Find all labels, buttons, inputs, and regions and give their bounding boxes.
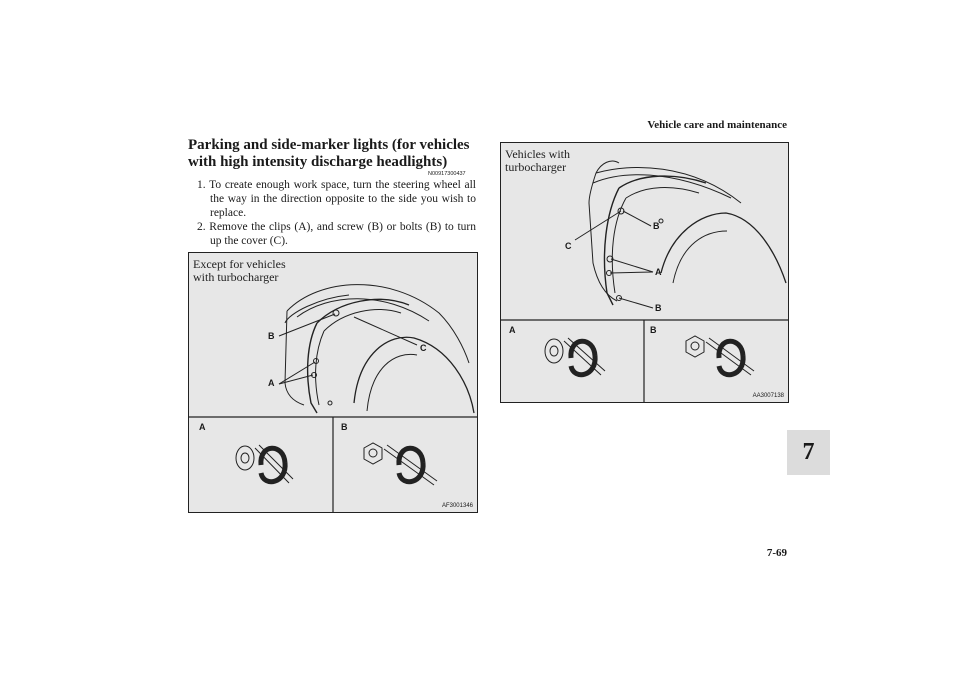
panel-a-label: A bbox=[199, 422, 206, 432]
callout-b-upper: B bbox=[653, 221, 660, 231]
figure-code: AA3007138 bbox=[752, 393, 784, 399]
page-number: 7-69 bbox=[766, 547, 787, 559]
callout-b-lower: B bbox=[655, 303, 662, 313]
figure-code: AF3001346 bbox=[441, 503, 473, 509]
figure-caption: Except for vehicles with turbocharger bbox=[193, 257, 286, 284]
running-header: Vehicle care and maintenance bbox=[647, 119, 787, 131]
callout-c: C bbox=[420, 343, 427, 353]
figure-caption: Vehicles with turbocharger bbox=[505, 147, 570, 174]
step-1: 1. To create enough work space, turn the… bbox=[197, 179, 476, 219]
panel-b-label: B bbox=[341, 422, 348, 432]
callout-b: B bbox=[268, 331, 275, 341]
reference-code: N00917300437 bbox=[428, 171, 466, 177]
wheel-well-illustration bbox=[189, 284, 477, 512]
callout-a: A bbox=[268, 378, 275, 388]
panel-b-label: B bbox=[650, 325, 657, 335]
callout-c: C bbox=[565, 241, 572, 251]
panel-a-label: A bbox=[509, 325, 516, 335]
step-2: 2. Remove the clips (A), and screw (B) o… bbox=[197, 221, 476, 247]
figure-except-turbo: Except for vehicles with turbocharger B … bbox=[188, 252, 478, 513]
figure-turbo: Vehicles with turbocharger C B A B A B A… bbox=[500, 142, 789, 403]
chapter-tab: 7 bbox=[787, 430, 830, 475]
section-title: Parking and side-marker lights (for vehi… bbox=[188, 137, 470, 170]
callout-a: A bbox=[655, 267, 662, 277]
wheel-well-illustration-turbo bbox=[501, 160, 788, 402]
instruction-steps: 1. To create enough work space, turn the… bbox=[197, 178, 476, 248]
